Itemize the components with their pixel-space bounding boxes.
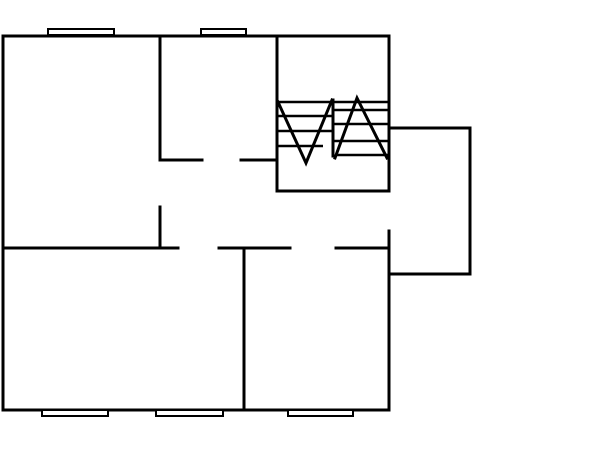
staircase — [275, 34, 391, 193]
window — [287, 409, 354, 417]
stair-direction-arrow — [276, 98, 334, 167]
interior-walls — [1, 34, 391, 412]
stair-well — [275, 34, 391, 193]
windows — [41, 28, 354, 417]
window — [200, 28, 247, 36]
window — [41, 409, 109, 417]
window — [47, 28, 115, 36]
window — [155, 409, 224, 417]
stair-direction-arrow — [333, 94, 390, 161]
annex — [387, 126, 472, 276]
exterior-walls — [1, 34, 391, 412]
